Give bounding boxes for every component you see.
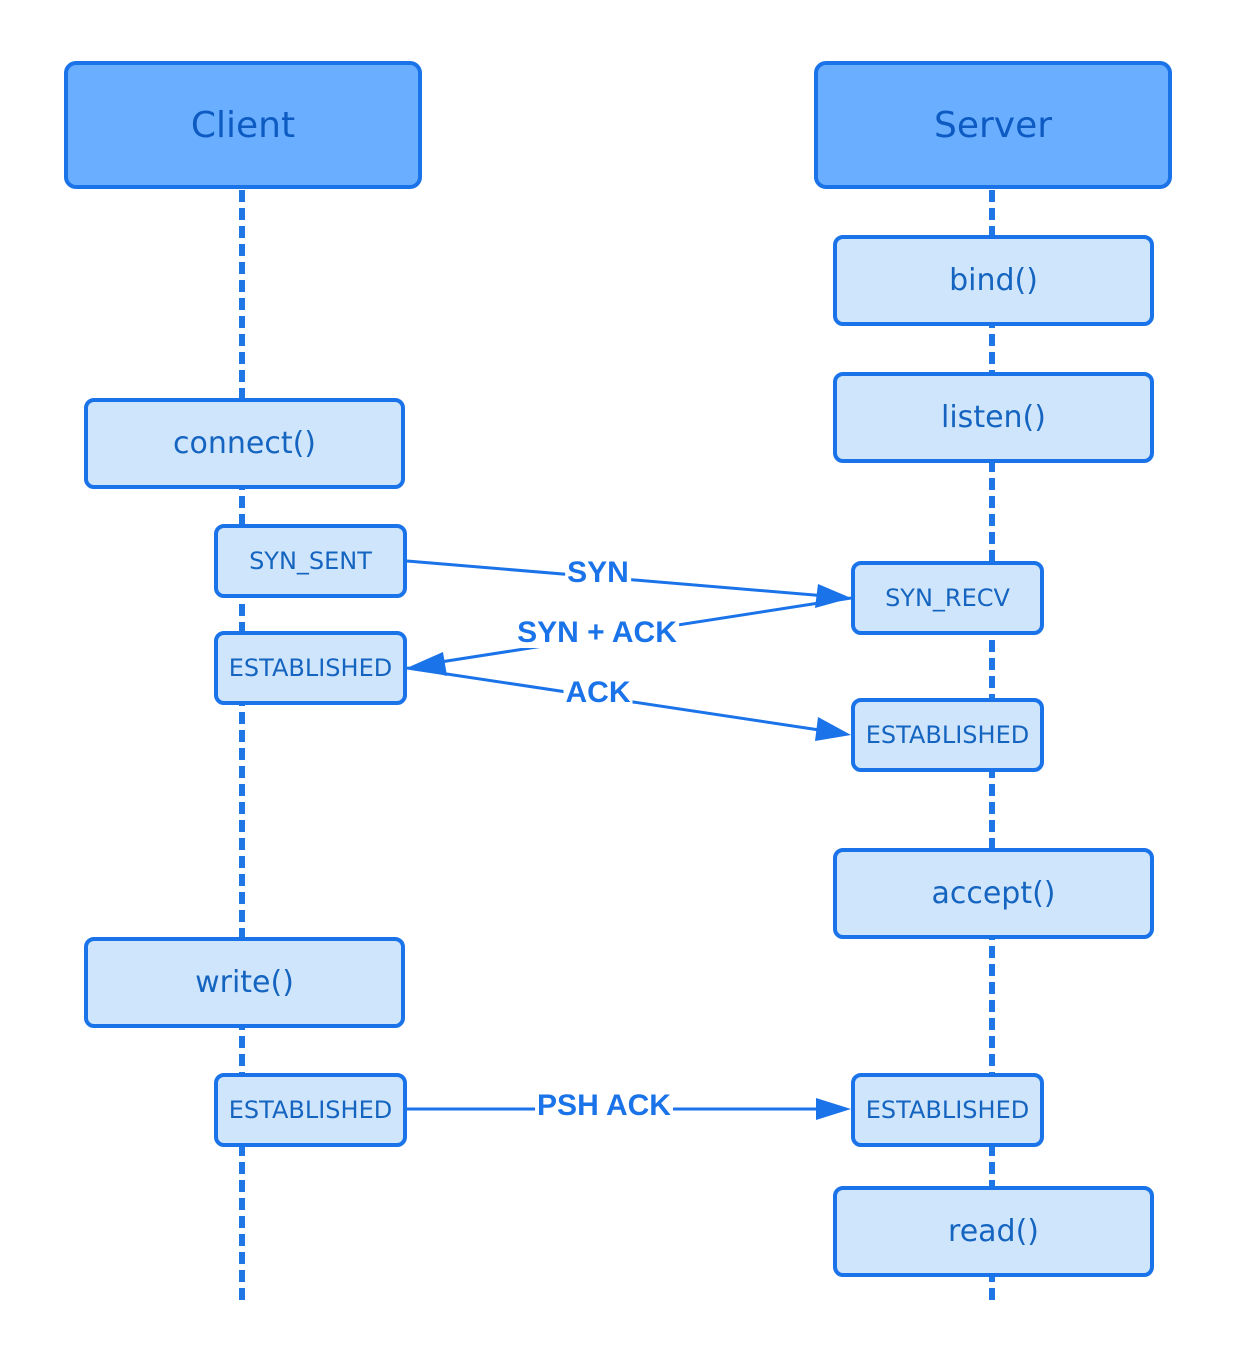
client-write-label: write() xyxy=(195,965,294,1000)
server-accept-box: accept() xyxy=(833,848,1154,939)
psh-ack-label: PSH ACK xyxy=(535,1089,673,1122)
client-established-label-2: ESTABLISHED xyxy=(228,1096,393,1124)
client-header-label: Client xyxy=(190,104,296,146)
client-syn-sent-label: SYN_SENT xyxy=(249,547,372,575)
server-listen-box: listen() xyxy=(833,372,1154,463)
client-connect-box: connect() xyxy=(84,398,405,489)
client-connect-label: connect() xyxy=(173,426,316,461)
ack-arrowhead xyxy=(815,717,851,741)
client-established-label-1: ESTABLISHED xyxy=(228,654,393,682)
server-listen-label: listen() xyxy=(941,400,1046,435)
syn-ack-arrowhead xyxy=(409,652,447,676)
server-syn-recv-label: SYN_RECV xyxy=(885,584,1010,612)
client-established-box-2: ESTABLISHED xyxy=(214,1073,407,1147)
server-header-label: Server xyxy=(933,104,1053,146)
syn-arrowhead xyxy=(815,584,851,608)
syn-ack-label: SYN + ACK xyxy=(515,616,679,649)
syn-label: SYN xyxy=(565,556,631,589)
server-bind-box: bind() xyxy=(833,235,1154,326)
server-read-box: read() xyxy=(833,1186,1154,1277)
client-syn-sent-box: SYN_SENT xyxy=(214,524,407,598)
client-established-box-1: ESTABLISHED xyxy=(214,631,407,705)
server-established-box-1: ESTABLISHED xyxy=(851,698,1044,772)
client-lifeline xyxy=(239,190,245,1300)
client-header: Client xyxy=(64,61,422,189)
server-established-label-2: ESTABLISHED xyxy=(865,1096,1030,1124)
server-bind-label: bind() xyxy=(949,263,1038,298)
server-established-label-1: ESTABLISHED xyxy=(865,721,1030,749)
server-syn-recv-box: SYN_RECV xyxy=(851,561,1044,635)
server-header: Server xyxy=(814,61,1172,189)
server-accept-label: accept() xyxy=(931,876,1056,911)
psh-ack-arrowhead xyxy=(816,1098,851,1120)
client-write-box: write() xyxy=(84,937,405,1028)
ack-label: ACK xyxy=(563,676,633,709)
server-established-box-2: ESTABLISHED xyxy=(851,1073,1044,1147)
server-read-label: read() xyxy=(948,1214,1039,1249)
